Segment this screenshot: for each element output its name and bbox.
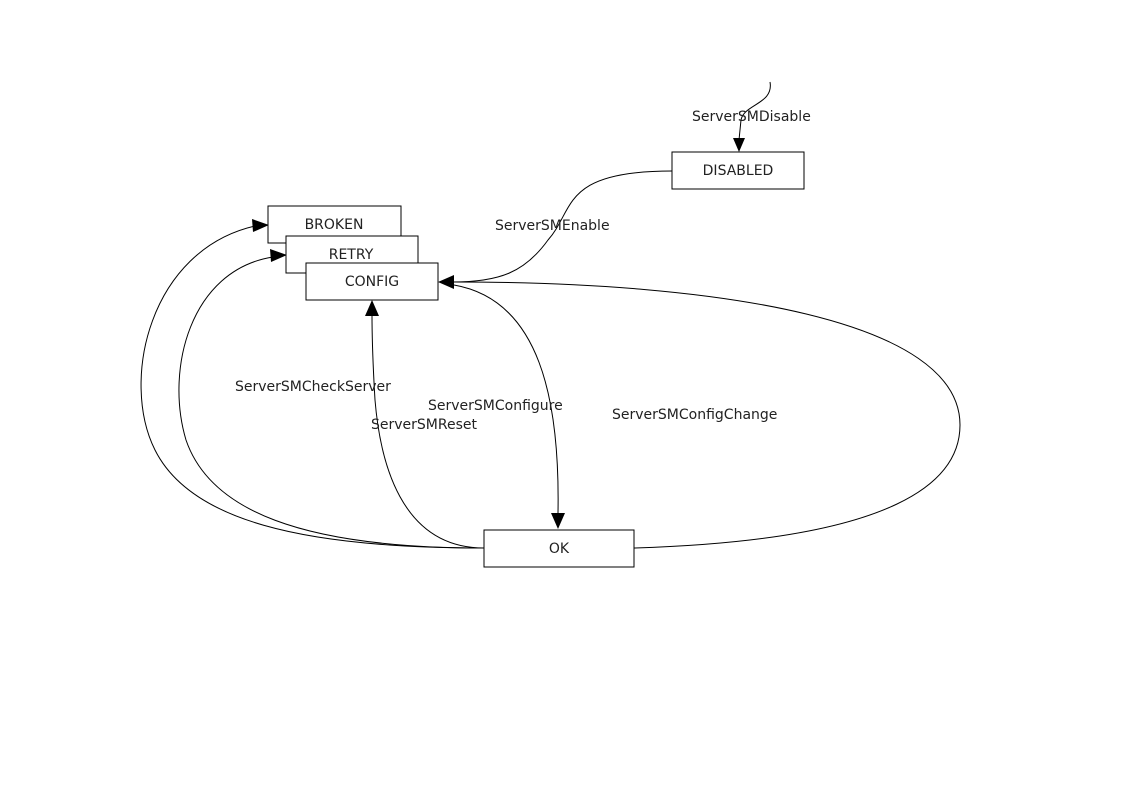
edge-ok-to-broken [140, 225, 485, 549]
state-retry-label: RETRY [329, 247, 374, 263]
state-ok-label: OK [549, 541, 570, 557]
state-disabled-label: DISABLED [703, 163, 774, 179]
edge-ok-to-retry [178, 256, 485, 549]
edge-config-change [453, 281, 961, 549]
arrowhead-broken [252, 219, 269, 232]
state-ok: OK [483, 529, 635, 568]
arrowhead-retry [270, 249, 287, 262]
arrowhead-enable [438, 275, 454, 289]
edge-disable [738, 81, 771, 141]
state-disabled: DISABLED [671, 151, 805, 190]
state-broken-label: BROKEN [305, 217, 364, 233]
edge-enable [451, 170, 673, 283]
edge-label-reset: ServerSMReset [371, 417, 477, 433]
state-config: CONFIG [305, 262, 439, 301]
arrowhead-config-reset [365, 300, 379, 316]
edge-label-disable: ServerSMDisable [692, 109, 811, 125]
edge-ok-to-config-reset [371, 313, 485, 549]
edge-label-config-change: ServerSMConfigChange [612, 407, 777, 423]
edge-label-check-server: ServerSMCheckServer [235, 379, 391, 395]
edge-label-configure: ServerSMConfigure [428, 398, 563, 414]
edge-configure [453, 284, 559, 514]
edge-label-enable: ServerSMEnable [495, 218, 610, 234]
arrowhead-disable [733, 138, 745, 152]
arrowhead-configure-to-ok [551, 513, 565, 529]
state-config-label: CONFIG [345, 274, 399, 290]
